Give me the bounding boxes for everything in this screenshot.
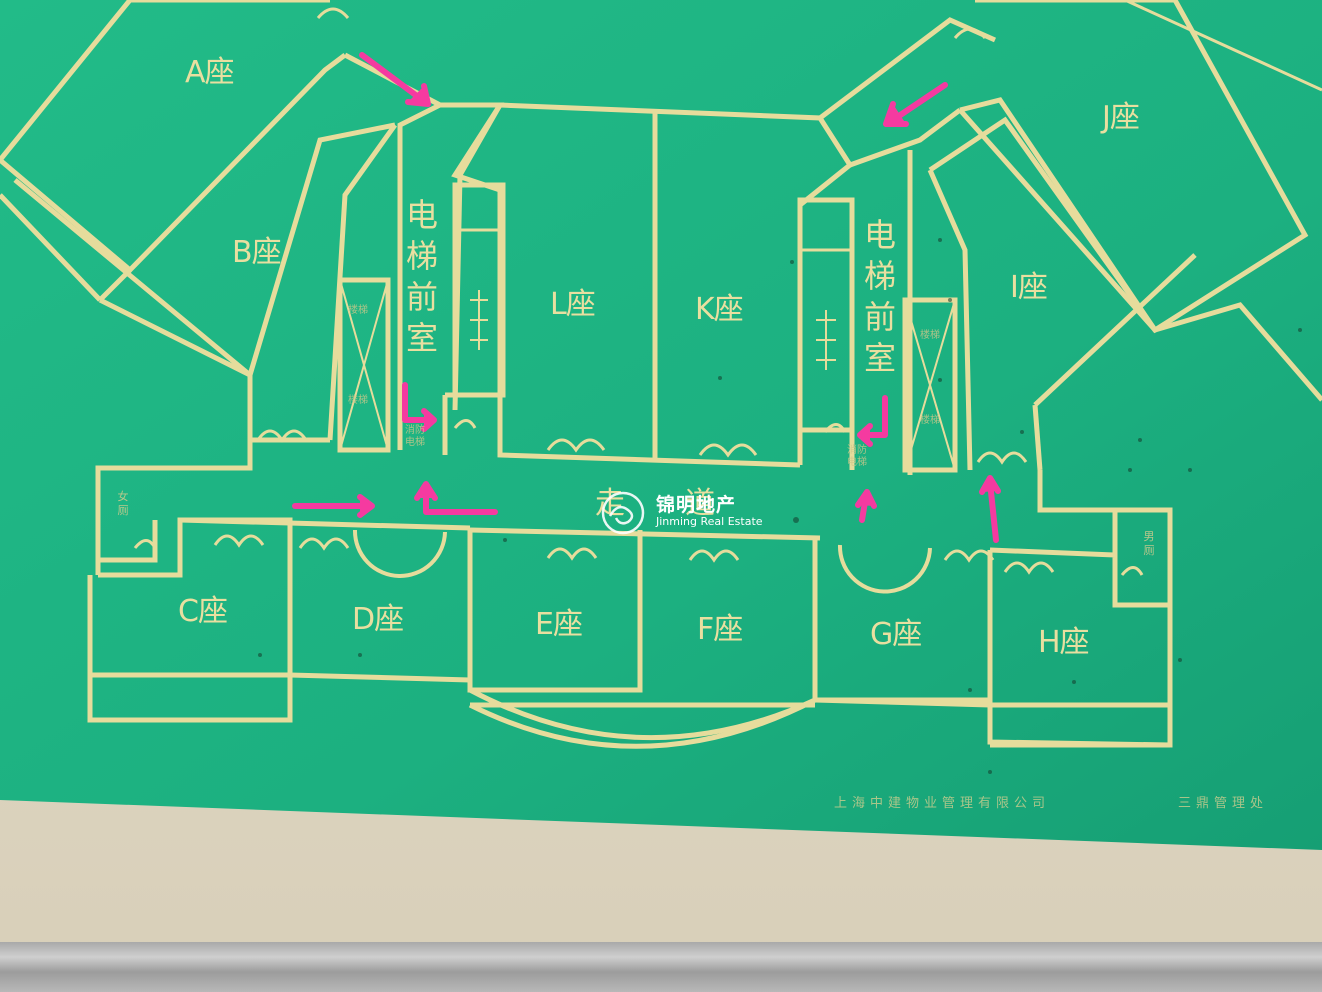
- door-swing-icon: [688, 549, 740, 563]
- evacuation-arrow-icon: [402, 382, 437, 432]
- room-label-e: E座: [535, 607, 583, 642]
- south-rooms-outline: [87, 517, 293, 723]
- door-swing-icon: [546, 438, 606, 453]
- door-swing-icon: [213, 534, 265, 548]
- evacuation-map-board: A座 B座 C座 D座 E座 F座 G座 H座 I座 J座 K座 L座 电梯前室…: [0, 0, 1322, 850]
- floor-plan-drawing: [0, 0, 1322, 850]
- block-a-outline: [0, 0, 330, 162]
- evacuation-arrow-icon: [359, 52, 431, 107]
- stair-right-2-label: 楼梯: [920, 415, 940, 426]
- door-swing-icon: [698, 443, 758, 458]
- door-swing-icon: [953, 27, 987, 39]
- room-label-g: G座: [870, 617, 922, 652]
- watermark-en-text: Jinming Real Estate: [656, 515, 763, 528]
- evacuation-arrow-icon: [979, 475, 1001, 543]
- room-label-k: K座: [695, 292, 744, 327]
- restroom-women-label: 女厕: [117, 490, 129, 517]
- room-label-h: H座: [1038, 625, 1090, 660]
- room-label-c: C座: [178, 594, 228, 629]
- fire-elevator-right-label: 消防电梯: [847, 445, 867, 468]
- door-swing-icon: [298, 537, 350, 551]
- evacuation-arrows: [292, 52, 1001, 543]
- door-swings: [133, 7, 1144, 576]
- watermark-cn-text: 锦明地产: [656, 494, 737, 516]
- door-swing-icon: [1003, 561, 1055, 575]
- lift-lobby-left-label: 电梯前室: [405, 196, 438, 357]
- door-swing-icon: [1120, 566, 1144, 576]
- door-swing-icon: [256, 429, 308, 443]
- room-label-j: J座: [1102, 100, 1140, 135]
- jinming-logo-icon: [601, 491, 645, 535]
- door-swing-icon: [316, 7, 350, 19]
- block-b-outline: [13, 122, 396, 380]
- evacuation-arrow-icon: [414, 481, 498, 515]
- management-office-text: 三鼎管理处: [1178, 796, 1269, 811]
- evacuation-arrow-icon: [883, 82, 948, 127]
- grime-specks: [258, 238, 1302, 774]
- restroom-men-label: 男厕: [1143, 530, 1155, 557]
- evacuation-arrow-icon: [292, 494, 375, 518]
- stair-left-1-label: 楼梯: [348, 305, 368, 316]
- stair-right-1-label: 楼梯: [920, 330, 940, 341]
- door-swing-icon: [976, 451, 1028, 465]
- room-label-b: B座: [232, 235, 282, 270]
- management-company-text: 上海中建物业管理有限公司: [834, 796, 1051, 811]
- door-swing-icon: [133, 539, 157, 549]
- evacuation-arrow-icon: [857, 395, 888, 447]
- door-swing-icon: [823, 423, 847, 433]
- room-label-f: F座: [697, 612, 743, 647]
- evacuation-arrow-icon: [855, 489, 877, 523]
- door-swing-icon: [546, 547, 598, 561]
- fire-elevator-left-label: 消防电梯: [405, 425, 425, 448]
- jinming-watermark: 锦明地产 Jinming Real Estate: [600, 488, 780, 540]
- room-label-d: D座: [352, 602, 404, 637]
- room-label-a: A座: [185, 55, 235, 90]
- stair-left-2-label: 楼梯: [348, 395, 368, 406]
- door-swing-icon: [943, 549, 995, 563]
- corridor-label: 走道: [595, 486, 775, 521]
- door-swing-icon: [453, 419, 477, 429]
- room-label-i: I座: [1010, 270, 1048, 305]
- block-j-outline: [958, 0, 1309, 334]
- lift-lobby-right-label: 电梯前室: [863, 216, 896, 377]
- sign-frame-bottom: [0, 942, 1322, 992]
- room-label-l: L座: [550, 287, 596, 322]
